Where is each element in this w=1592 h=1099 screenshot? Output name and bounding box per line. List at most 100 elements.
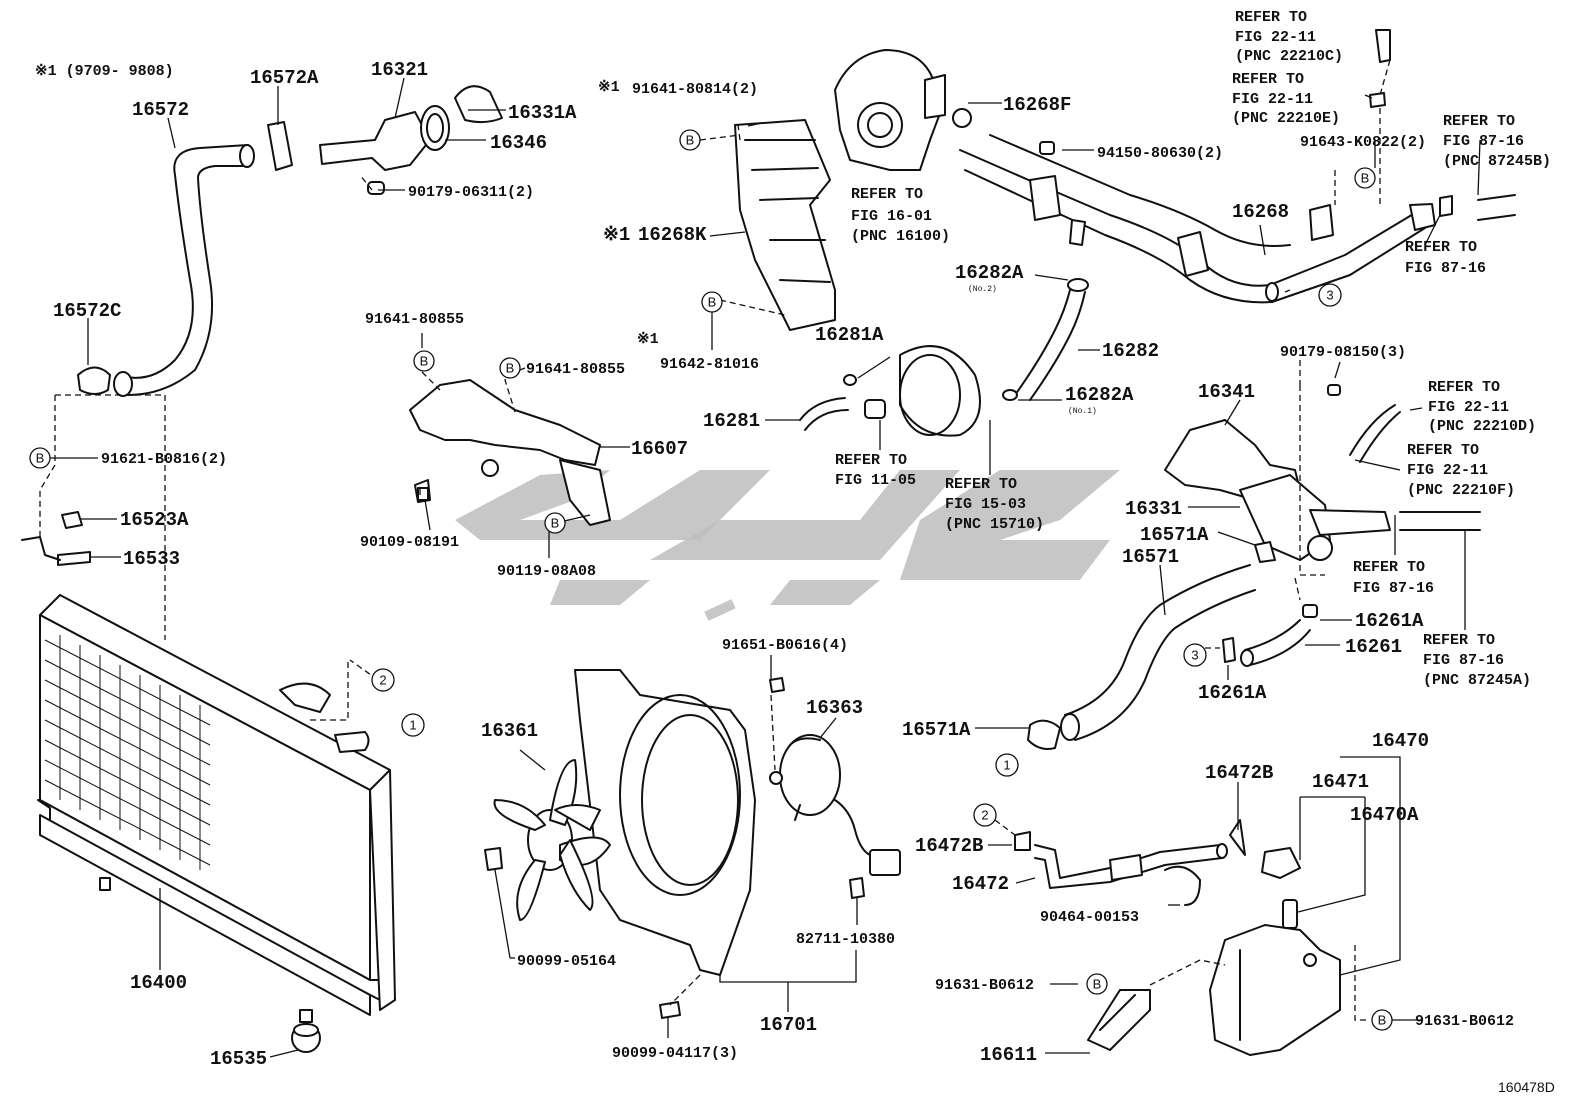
refer-note-22-11c: REFER TO FIG 22-11 (PNC 22210C) — [1235, 9, 1343, 65]
label-90464: 90464-00153 — [1040, 909, 1139, 926]
circle-marker-b-8: B — [1086, 973, 1108, 995]
refer-15-03-line-2: FIG 15-03 — [945, 496, 1026, 513]
diagram-id: 160478D — [1498, 1079, 1555, 1095]
circle-marker-1-b: 1 — [995, 753, 1019, 777]
circle-marker-b-5: B — [499, 357, 521, 379]
refer-87-16-top-line-2: FIG 87-16 — [1405, 260, 1486, 277]
star-note-1: ※1 — [598, 79, 620, 96]
star-note-3: ※1 — [637, 331, 659, 348]
circle-marker-2-a: 2 — [371, 668, 395, 692]
label-16400: 16400 — [130, 972, 187, 994]
refer-11-05-line-2: FIG 11-05 — [835, 472, 916, 489]
refer-16-01-line-2: FIG 16-01 — [851, 208, 932, 225]
refer-note-87-16b: REFER TO FIG 87-16 (PNC 87245B) — [1443, 113, 1551, 170]
refer-note-22-11e: REFER TO FIG 22-11 (PNC 22210E) — [1232, 71, 1340, 127]
circle-marker-3-a: 3 — [1318, 283, 1342, 307]
refer-note-22-11d: REFER TO FIG 22-11 (PNC 22210D) — [1428, 379, 1536, 435]
label-91641-80855-a: 91641-80855 — [365, 311, 464, 328]
refer-87-16b-line-1: REFER TO — [1443, 113, 1515, 130]
label-90119: 90119-08A08 — [497, 563, 596, 580]
label-91651: 91651-B0616(4) — [722, 637, 848, 654]
radiator-lower-hose — [1027, 541, 1276, 750]
circle-marker-b-7: B — [1354, 167, 1376, 189]
refer-note-87-16-top: REFER TO FIG 87-16 — [1405, 239, 1486, 277]
label-16261A-bottom: 16261A — [1198, 682, 1267, 704]
marker-1-text: 1 — [409, 718, 416, 733]
refer-note-87-16a: REFER TO FIG 87-16 (PNC 87245A) — [1423, 632, 1531, 689]
fan-motor — [659, 677, 901, 1019]
label-16572C: 16572C — [53, 300, 121, 322]
refer-15-03-line-1: REFER TO — [945, 476, 1017, 493]
refer-note-16-01: REFER TO FIG 16-01 (PNC 16100) — [851, 186, 950, 245]
label-16472: 16472 — [952, 873, 1009, 895]
marker-b-text: B — [1361, 171, 1370, 186]
watermark-logo — [455, 470, 1120, 621]
circle-marker-b-3: B — [701, 291, 723, 313]
refer-22-11e-line-1: REFER TO — [1232, 71, 1304, 88]
label-90179-08150: 90179-08150(3) — [1280, 344, 1406, 361]
refer-87-16a-line-1: REFER TO — [1423, 632, 1495, 649]
label-16282A-bottom-sub: (No.1) — [1068, 407, 1097, 416]
refer-22-11d-line-1: REFER TO — [1428, 379, 1500, 396]
refer-22-11f-line-3: (PNC 22210F) — [1407, 482, 1515, 499]
marker-3-text: 3 — [1326, 288, 1333, 303]
oil-cooler-hoses — [799, 278, 1089, 437]
label-16471: 16471 — [1312, 771, 1369, 793]
label-16571: 16571 — [1122, 546, 1179, 568]
label-94150: 94150-80630(2) — [1097, 145, 1223, 162]
refer-87-16-mid-line-2: FIG 87-16 — [1353, 580, 1434, 597]
label-16282A-top-sub: (No.2) — [968, 285, 997, 294]
label-16282A-bottom: 16282A — [1065, 384, 1134, 406]
refer-15-03-line-3: (PNC 15710) — [945, 516, 1044, 533]
heat-insulator — [734, 119, 836, 331]
water-outlet — [1164, 384, 1481, 561]
circle-marker-b-9: B — [1371, 1009, 1393, 1031]
refer-87-16-mid-line-1: REFER TO — [1353, 559, 1425, 576]
marker-2-text: 2 — [981, 808, 988, 823]
refer-22-11d-line-2: FIG 22-11 — [1428, 399, 1509, 416]
label-91621: 91621-B0816(2) — [101, 451, 227, 468]
label-91641-80855-b: 91641-80855 — [526, 361, 625, 378]
label-16571A-bottom: 16571A — [902, 719, 971, 741]
refer-11-05-line-1: REFER TO — [835, 452, 907, 469]
radiator-upper-hose — [77, 121, 293, 397]
label-16268: 16268 — [1232, 201, 1289, 223]
refer-22-11f-line-1: REFER TO — [1407, 442, 1479, 459]
fan-blade — [484, 759, 611, 921]
label-16282: 16282 — [1102, 340, 1159, 362]
radiator — [37, 594, 396, 1053]
refer-22-11c-line-1: REFER TO — [1235, 9, 1307, 26]
refer-22-11c-line-2: FIG 22-11 — [1235, 29, 1316, 46]
refer-87-16a-line-2: FIG 87-16 — [1423, 652, 1504, 669]
water-hose — [1222, 604, 1318, 667]
refer-22-11e-line-3: (PNC 22210E) — [1232, 110, 1340, 127]
label-91641-80814: 91641-80814(2) — [632, 81, 758, 98]
marker-b-text: B — [708, 295, 717, 310]
label-91631-left: 91631-B0612 — [935, 977, 1034, 994]
label-16281: 16281 — [703, 410, 760, 432]
water-pump-housing — [834, 49, 946, 171]
marker-b-text: B — [420, 354, 429, 369]
label-16341: 16341 — [1198, 381, 1255, 403]
label-16261A-top: 16261A — [1355, 610, 1424, 632]
refer-note-87-16-mid: REFER TO FIG 87-16 — [1353, 559, 1434, 597]
label-90179-06311: 90179-06311(2) — [408, 184, 534, 201]
marker-b-text: B — [551, 516, 560, 531]
label-16331: 16331 — [1125, 498, 1182, 520]
label-16268F: 16268F — [1003, 94, 1071, 116]
label-91642-81016: 91642-81016 — [660, 356, 759, 373]
refer-22-11f-line-2: FIG 22-11 — [1407, 462, 1488, 479]
variant-note: ※1 (9709- 9808) — [35, 63, 174, 80]
marker-3-text: 3 — [1191, 648, 1198, 663]
water-inlet-thermostat — [319, 85, 503, 195]
label-16533: 16533 — [123, 548, 180, 570]
label-16361: 16361 — [481, 720, 538, 742]
label-16470: 16470 — [1372, 730, 1429, 752]
circle-marker-b-4: B — [413, 350, 435, 372]
refer-note-22-11f: REFER TO FIG 22-11 (PNC 22210F) — [1407, 442, 1515, 499]
label-82711: 82711-10380 — [796, 931, 895, 948]
label-91631-right: 91631-B0612 — [1415, 1013, 1514, 1030]
circle-marker-b-6: B — [544, 512, 566, 534]
label-16523A: 16523A — [120, 509, 189, 531]
